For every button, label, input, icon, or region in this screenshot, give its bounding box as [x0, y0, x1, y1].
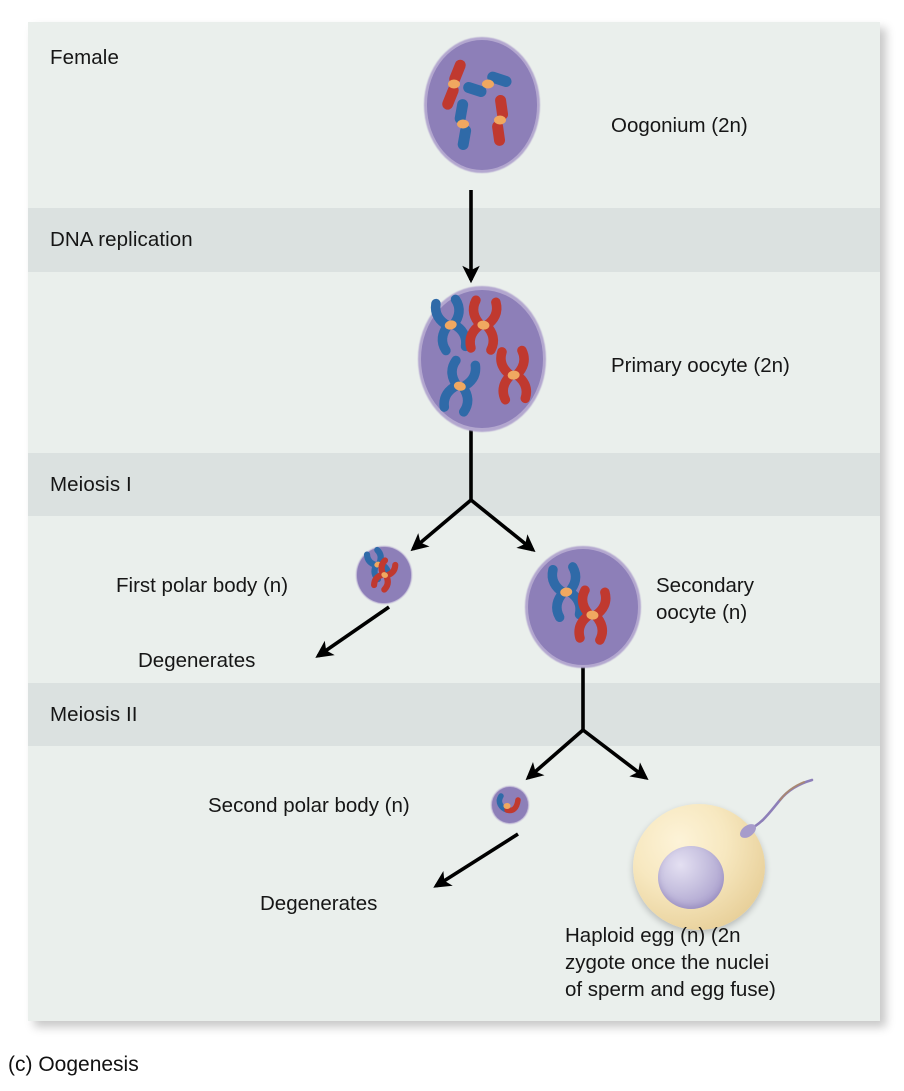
arrow-first-polar-body-degenerates — [315, 605, 391, 658]
band-label-meiosis-ii: Meiosis II — [50, 703, 138, 726]
oogonium-chromosomes — [442, 59, 512, 150]
primary-oocyte-chromosomes — [430, 294, 532, 417]
second-polar-body-chromosomes — [496, 793, 521, 814]
secondary-oocyte-chromosomes — [547, 562, 611, 645]
first-polar-body-chromosomes — [363, 546, 399, 593]
label-first-degenerates: Degenerates — [138, 649, 256, 672]
label-secondary-oocyte: Secondary oocyte (n) — [656, 574, 755, 625]
figure-caption: (c) Oogenesis — [8, 1053, 139, 1076]
chromosome-red-x-2 — [496, 345, 532, 405]
band-label-meiosis-i: Meiosis I — [50, 473, 132, 496]
cell-first-polar-body — [356, 546, 412, 604]
band-label-dna-replication: DNA replication — [50, 228, 193, 251]
band-label-female: Female — [50, 46, 119, 69]
chromosome-blue-1 — [463, 71, 512, 97]
chromosome-red-x-pb1 — [371, 557, 399, 593]
label-primary-oocyte: Primary oocyte (2n) — [611, 354, 790, 377]
chromosome-blue-x-2 — [439, 355, 481, 417]
label-haploid-egg: Haploid egg (n) (2n zygote once the nucl… — [565, 924, 776, 1002]
label-second-degenerates: Degenerates — [260, 892, 378, 915]
label-first-polar-body: First polar body (n) — [116, 574, 289, 597]
chromosome-red-1 — [442, 59, 466, 110]
arrow-second-polar-body-degenerates — [433, 832, 519, 888]
cell-secondary-oocyte — [525, 546, 641, 668]
cell-oogonium — [424, 37, 540, 173]
chromosome-red-x-1 — [465, 295, 502, 355]
cell-second-polar-body — [491, 786, 529, 824]
band-meiosis-ii — [28, 683, 880, 746]
oogenesis-diagram-panel: Female DNA replication Meiosis I Meiosis… — [28, 22, 880, 1021]
chromosome-red-x-so — [574, 585, 611, 645]
band-dna-replication — [28, 208, 880, 272]
cell-haploid-egg — [633, 804, 765, 930]
chromosome-blue-x-1 — [430, 294, 471, 356]
label-second-polar-body: Second polar body (n) — [208, 794, 410, 817]
chromosome-red-2 — [492, 94, 509, 146]
label-oogonium: Oogonium (2n) — [611, 114, 748, 137]
band-meiosis-i — [28, 453, 880, 516]
cell-primary-oocyte — [418, 286, 546, 432]
chromosome-blue-2 — [454, 99, 472, 150]
egg-nucleus — [658, 845, 725, 909]
chromosome-blue-x-so — [547, 562, 585, 623]
sperm-icon — [740, 778, 814, 838]
